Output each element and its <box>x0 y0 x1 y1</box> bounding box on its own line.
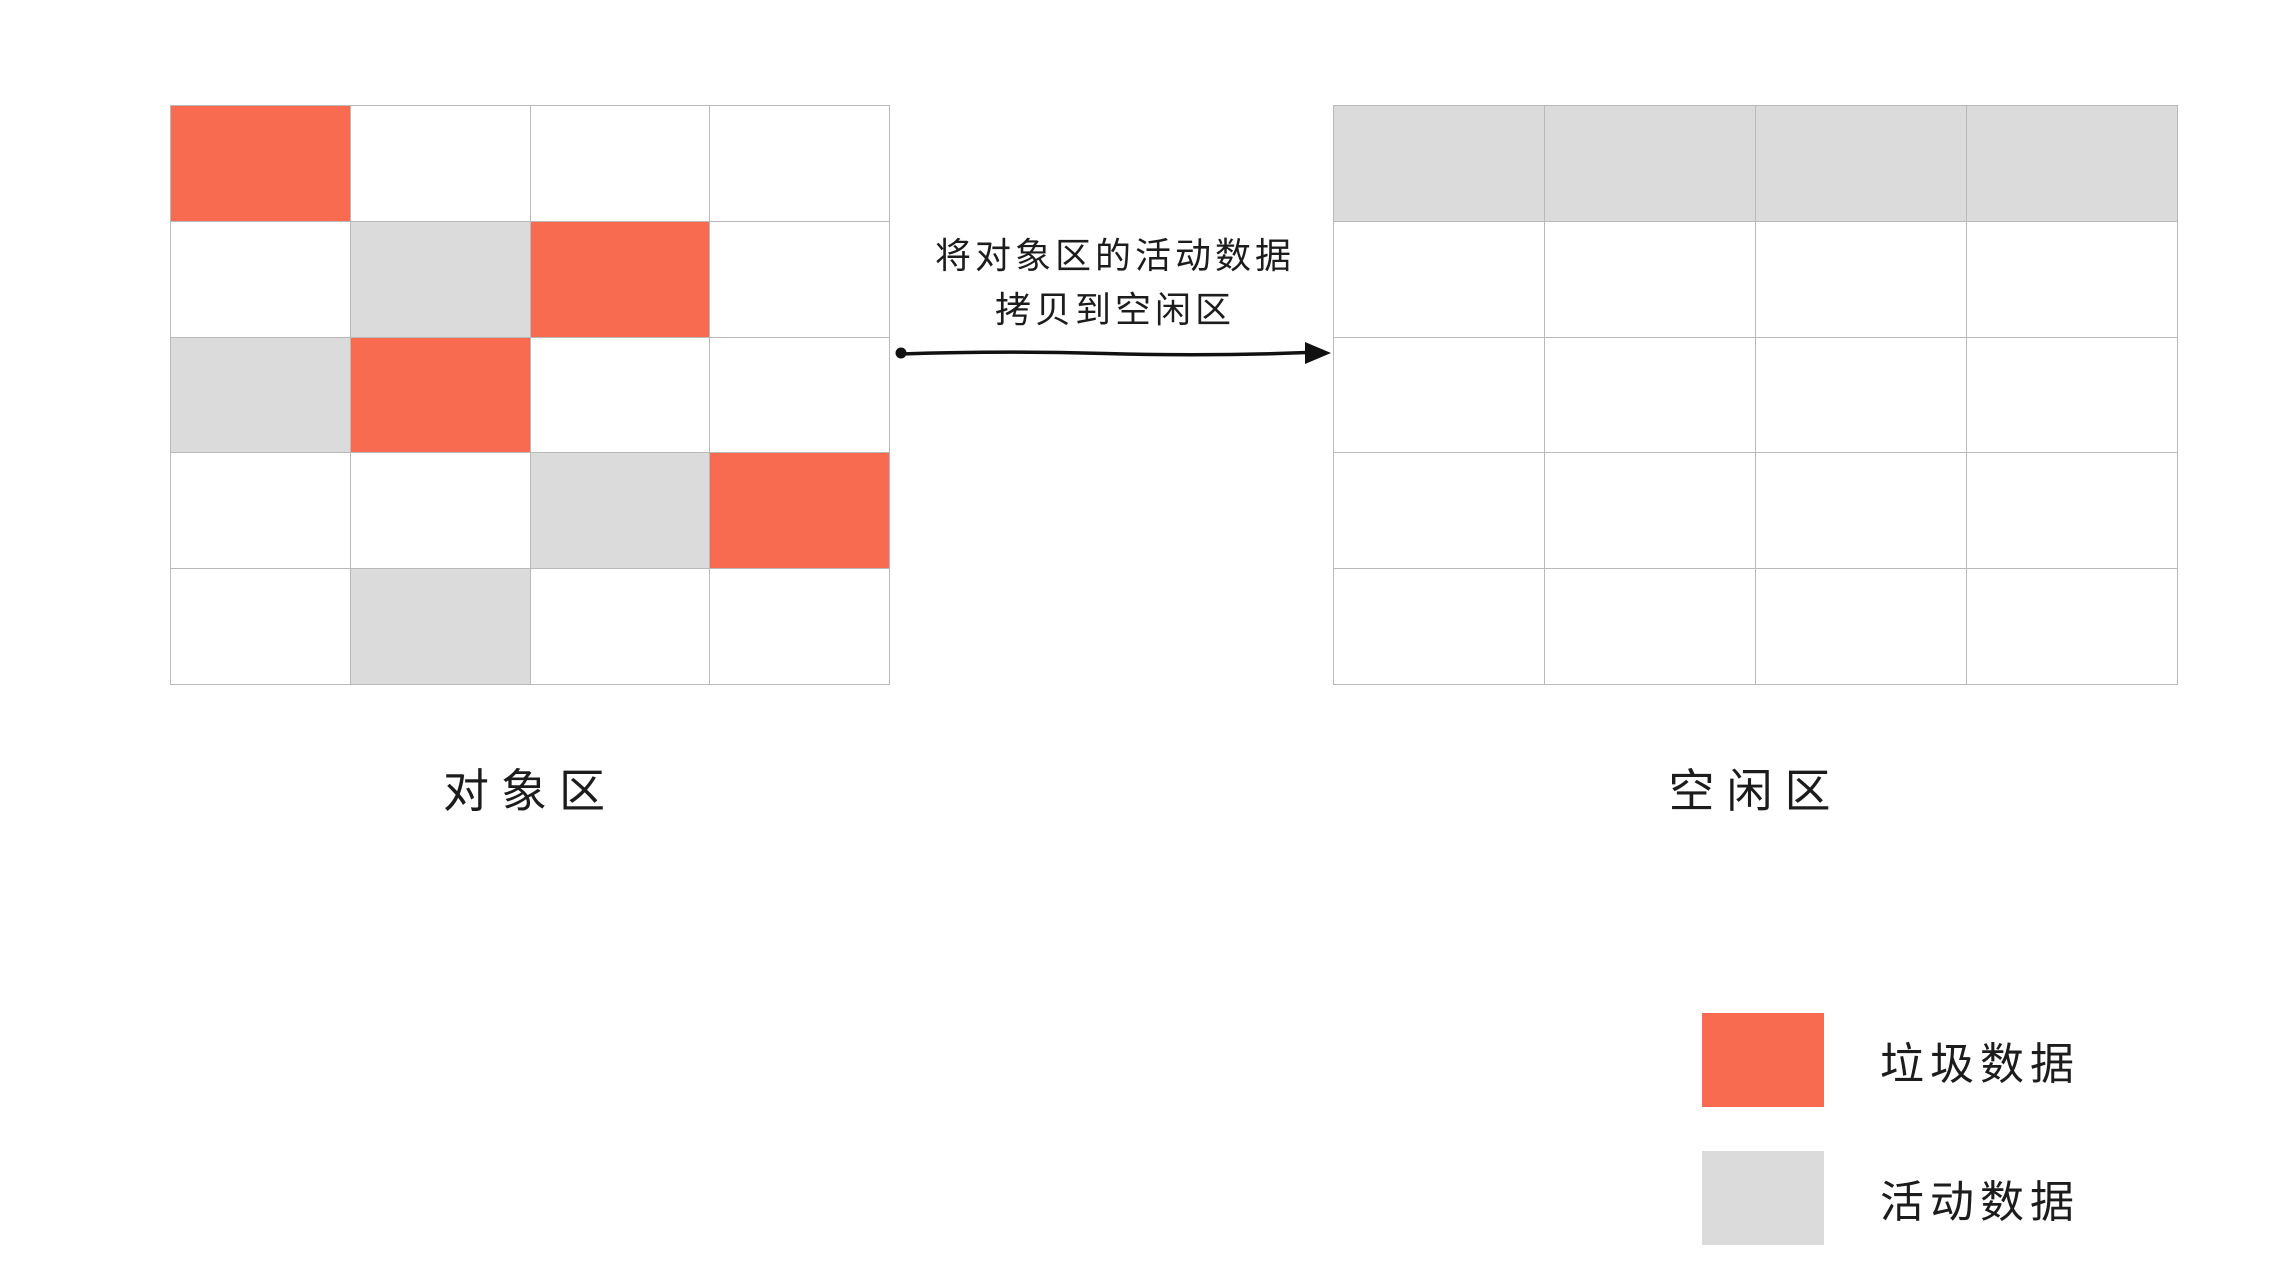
grid-cell-empty <box>1334 221 1545 338</box>
legend-item-garbage: 垃圾数据 <box>1702 1013 2080 1107</box>
object-area-grid <box>170 105 890 685</box>
grid-cell-active <box>1334 106 1545 222</box>
legend-label-active: 活动数据 <box>1880 1177 2080 1228</box>
arrow-caption-line2: 拷贝到空闲区 <box>994 290 1235 331</box>
copy-arrow <box>893 336 1333 370</box>
legend-swatch-active <box>1702 1151 1824 1245</box>
arrow-caption: 将对象区的活动数据 拷贝到空闲区 <box>880 230 1350 338</box>
grid-cell-active <box>350 221 531 338</box>
grid-cell-empty <box>1334 453 1545 570</box>
grid-cell-empty <box>1967 569 2178 685</box>
grid-cell-empty <box>1545 337 1756 454</box>
grid-cell-empty <box>350 106 531 222</box>
grid-cell-empty <box>530 337 711 454</box>
grid-cell-empty <box>1545 221 1756 338</box>
grid-cell-empty <box>710 569 890 685</box>
grid-cell-active <box>1967 106 2178 222</box>
free-area-label: 空闲区 <box>1668 764 1843 818</box>
grid-cell-empty <box>171 453 351 570</box>
free-area-grid <box>1333 105 2178 685</box>
grid-cell-empty <box>710 337 890 454</box>
grid-cell-empty <box>710 106 890 222</box>
grid-cell-empty <box>710 221 890 338</box>
grid-cell-empty <box>171 221 351 338</box>
grid-cell-empty <box>530 106 711 222</box>
grid-cell-empty <box>1756 337 1967 454</box>
grid-cell-empty <box>350 453 531 570</box>
grid-cell-empty <box>1545 453 1756 570</box>
grid-cell-empty <box>1967 337 2178 454</box>
grid-cell-garbage <box>710 453 890 570</box>
grid-cell-garbage <box>350 337 531 454</box>
grid-cell-empty <box>1334 569 1545 685</box>
grid-cell-active <box>171 337 351 454</box>
grid-cell-empty <box>530 569 711 685</box>
arrow-caption-line1: 将对象区的活动数据 <box>934 236 1295 277</box>
grid-cell-active <box>530 453 711 570</box>
grid-cell-empty <box>1334 337 1545 454</box>
grid-cell-empty <box>1756 569 1967 685</box>
legend-swatch-garbage <box>1702 1013 1824 1107</box>
legend: 垃圾数据 活动数据 <box>1702 1013 2080 1285</box>
grid-cell-empty <box>1756 221 1967 338</box>
grid-cell-empty <box>1545 569 1756 685</box>
grid-cell-empty <box>171 569 351 685</box>
grid-cell-garbage <box>530 221 711 338</box>
grid-cell-active <box>1756 106 1967 222</box>
grid-cell-empty <box>1967 453 2178 570</box>
grid-cell-empty <box>1756 453 1967 570</box>
grid-cell-garbage <box>171 106 351 222</box>
right-arrow-icon <box>895 342 1331 364</box>
grid-cell-active <box>350 569 531 685</box>
object-area-label: 对象区 <box>443 764 617 818</box>
grid-cell-empty <box>1967 221 2178 338</box>
legend-label-garbage: 垃圾数据 <box>1880 1039 2080 1090</box>
grid-cell-active <box>1545 106 1756 222</box>
legend-item-active: 活动数据 <box>1702 1151 2080 1245</box>
